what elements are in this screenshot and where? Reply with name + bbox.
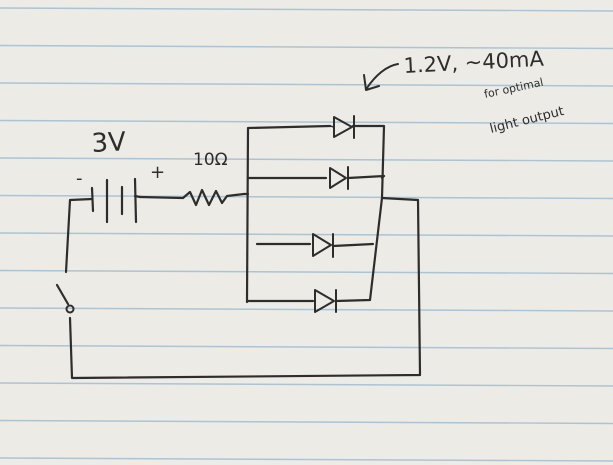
led-4	[314, 289, 337, 313]
rule-line	[0, 419, 613, 425]
battery-voltage-label: 3V	[91, 127, 127, 159]
rule-line	[0, 44, 613, 50]
rule-line	[0, 232, 613, 237]
rule-line	[0, 269, 613, 275]
resistor-value-label: 10Ω	[193, 150, 228, 170]
rule-line	[0, 7, 613, 12]
battery-plus-label: +	[150, 162, 165, 183]
note-line-2: light output	[488, 104, 565, 137]
battery	[90, 177, 138, 224]
ruled-lines	[0, 7, 613, 462]
rule-line	[0, 344, 613, 350]
rule-line	[0, 457, 613, 462]
battery-minus-label: -	[76, 168, 83, 189]
rule-line	[0, 82, 613, 87]
outer-loop-wire	[64, 194, 422, 380]
switch	[55, 283, 75, 314]
resistor	[138, 188, 246, 207]
rule-line	[0, 382, 613, 387]
led-2	[329, 166, 349, 190]
rule-line	[0, 307, 613, 312]
bus-wire	[242, 124, 386, 304]
led-spec-label: 1.2V, ~40mA	[403, 47, 545, 78]
note-line-1: for optimal	[483, 76, 545, 101]
led-3	[312, 233, 334, 258]
callout-arrow	[363, 63, 399, 91]
led-1	[329, 115, 355, 139]
rule-line	[0, 157, 613, 162]
rule-line	[0, 119, 613, 125]
rule-line	[0, 194, 613, 200]
